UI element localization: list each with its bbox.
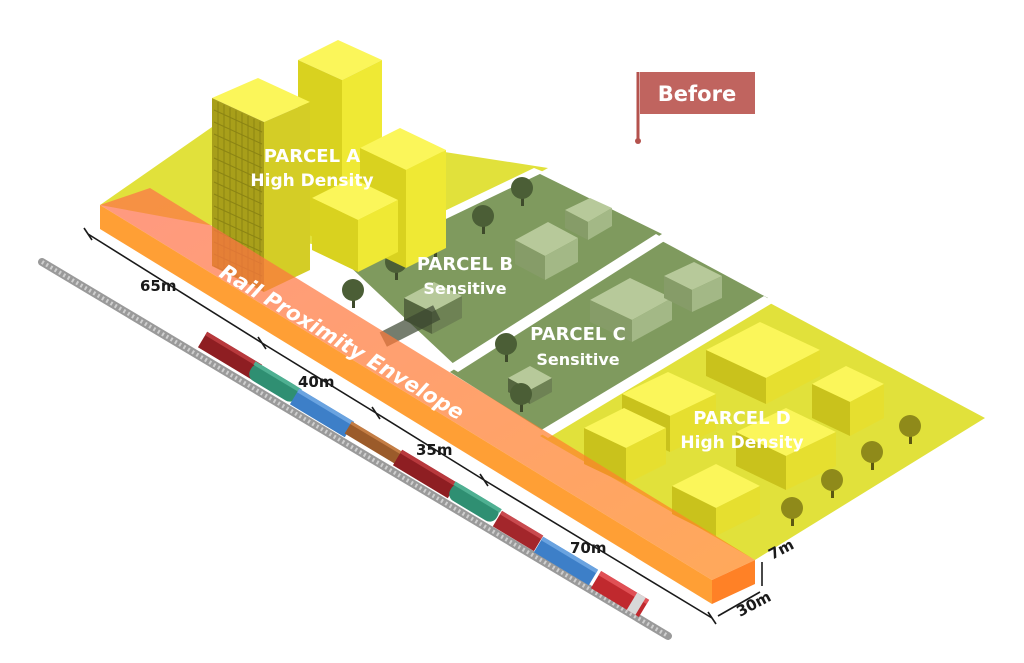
parcel-a-subtitle: High Density (250, 171, 373, 191)
dim-label-35m: 35m (416, 441, 453, 459)
dim-label-65m: 65m (140, 277, 177, 295)
parcel-a-title: PARCEL A (264, 146, 361, 167)
parcel-d-subtitle: High Density (680, 433, 803, 453)
dim-label-width: 30m (733, 587, 774, 620)
flag-label: Before (658, 82, 736, 106)
before-flag: Before (635, 72, 755, 144)
parcel-b-title: PARCEL B (417, 254, 513, 275)
dim-label-40m: 40m (298, 373, 335, 391)
flag-pole-base (635, 138, 641, 144)
dim-label-70m: 70m (570, 539, 607, 557)
parcel-c-subtitle: Sensitive (536, 350, 619, 369)
tree-icon (342, 279, 364, 308)
parcel-d-title: PARCEL D (693, 408, 791, 429)
parcel-c-title: PARCEL C (530, 324, 626, 345)
parcel-b-subtitle: Sensitive (423, 279, 506, 298)
